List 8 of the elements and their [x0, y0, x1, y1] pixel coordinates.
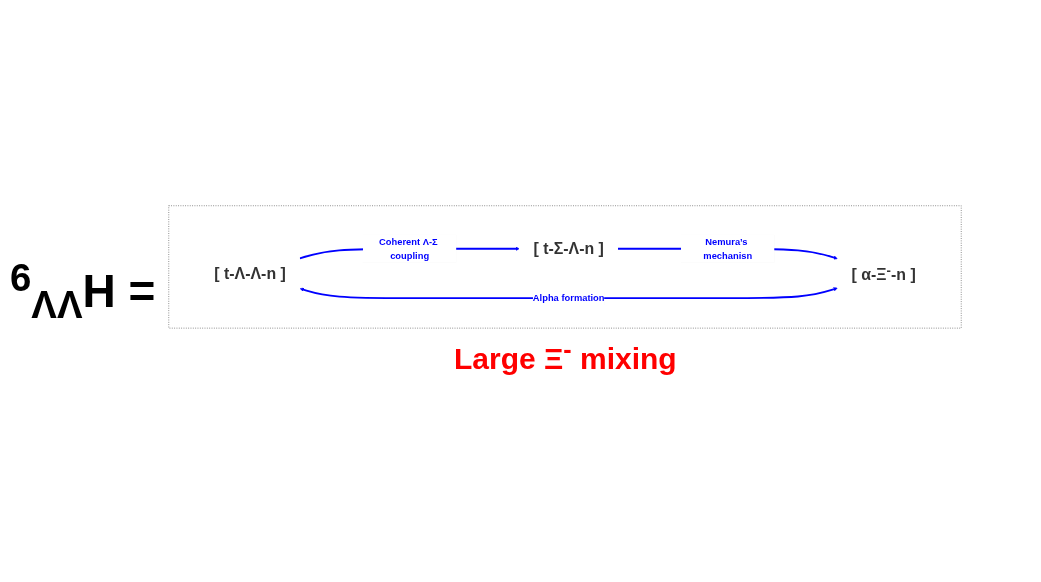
edge-label: Alpha formation	[533, 292, 605, 303]
cluster	[168, 205, 962, 328]
node-text: [ t-Σ-Λ-n ]	[533, 239, 605, 257]
edge-label: Nemura’s mechanisn	[703, 236, 753, 261]
node-text: [ α-Ξ$^{-}$-n ]	[851, 261, 917, 284]
node-text: [ t-Λ-Λ-n ]	[214, 263, 287, 282]
edge-label: Coherent Λ-Σ coupling	[379, 236, 438, 261]
note-text: Large Ξ$^{-}$ mixing	[454, 335, 677, 377]
